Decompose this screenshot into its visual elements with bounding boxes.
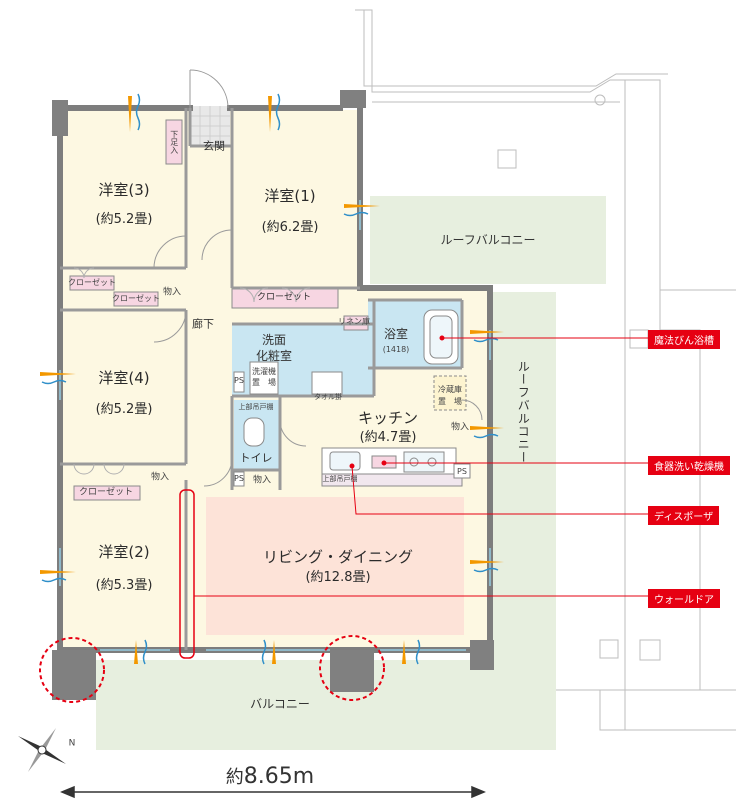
closet-label-room4: クローゼット bbox=[112, 294, 160, 304]
washer-label-1: 洗濯機 bbox=[252, 367, 276, 377]
highlight-circles bbox=[39, 635, 385, 703]
hallway-name: 廊下 bbox=[192, 317, 214, 331]
closet-door-arcs bbox=[73, 267, 311, 475]
inner-walls bbox=[60, 108, 464, 650]
dimension-unit: m bbox=[292, 764, 315, 789]
living-dining-name: リビング・ダイニング bbox=[262, 548, 414, 566]
callout-disposer: ディスポーザ bbox=[648, 506, 720, 525]
callout-wall-door: ウォールドア bbox=[648, 589, 720, 608]
western-room-2-area: (約5.3畳) bbox=[95, 578, 153, 594]
pillars bbox=[52, 90, 494, 700]
washroom-label-1: 洗面 bbox=[261, 332, 287, 347]
entrance-floor bbox=[190, 106, 230, 146]
ps-label-3: PS bbox=[457, 467, 467, 477]
fridge-label-1: 冷蔵庫 bbox=[438, 385, 462, 395]
kitchen-wall-cabinet-label: 上部吊戸棚 bbox=[322, 474, 358, 483]
western-room-2-name: 洋室(2) bbox=[98, 543, 150, 561]
western-room-4-name: 洋室(4) bbox=[98, 369, 150, 387]
callout-magic-bathtub: 魔法びん浴槽 bbox=[648, 330, 720, 349]
wall-door bbox=[179, 489, 195, 659]
wall-cabinet-label: 上部吊戸棚 bbox=[238, 402, 274, 411]
western-room-1-name: 洋室(1) bbox=[264, 187, 316, 205]
western-room-3-area: (約5.2畳) bbox=[95, 212, 153, 228]
linen-label: リネン庫 bbox=[338, 317, 370, 327]
washroom-label-2: 化粧室 bbox=[255, 348, 293, 363]
fridge-label-2: 置 場 bbox=[438, 397, 462, 407]
bath-name: 浴室 bbox=[383, 326, 409, 341]
storage-label-3: 物入 bbox=[252, 475, 272, 486]
towel-label: タオル掛 bbox=[314, 392, 342, 401]
callout-dishwasher: 食器洗い乾燥機 bbox=[648, 456, 730, 475]
closet-label-room2: クローゼット bbox=[78, 487, 134, 498]
balcony-label: バルコニー bbox=[250, 696, 310, 711]
door-swings bbox=[153, 69, 483, 487]
compass-icon bbox=[18, 728, 66, 772]
washer-label-2: 置 場 bbox=[252, 378, 276, 388]
ventilation-markers bbox=[40, 93, 504, 665]
entrance-name: 玄関 bbox=[203, 139, 225, 153]
storage-label-1: 物入 bbox=[162, 287, 182, 298]
kitchen-area: (約4.7畳) bbox=[359, 430, 417, 446]
closet-label-room3: クローゼット bbox=[68, 278, 116, 288]
living-dining-floor bbox=[206, 497, 464, 635]
windows bbox=[59, 200, 491, 651]
dimension-line bbox=[60, 785, 486, 799]
ps-label-2: PS bbox=[234, 474, 244, 484]
storage-label-4: 物入 bbox=[450, 422, 470, 433]
balcony bbox=[96, 660, 556, 750]
western-room-4-area: (約5.2畳) bbox=[95, 402, 153, 418]
dimension-prefix: 約 bbox=[225, 767, 244, 788]
mb-label: MB bbox=[326, 91, 340, 102]
roof-balcony-top-label: ルーフバルコニー bbox=[440, 232, 536, 247]
roof-balcony-right bbox=[490, 292, 556, 684]
ps-label-1: PS bbox=[234, 376, 244, 386]
dimension-label: 約8.65m bbox=[226, 763, 314, 789]
dimension-value: 8.65 bbox=[243, 764, 293, 789]
fixtures bbox=[233, 361, 471, 487]
bath-size: (1418) bbox=[382, 345, 410, 355]
western-room-1-area: (約6.2畳) bbox=[261, 220, 319, 236]
toilet-name: トイレ bbox=[239, 451, 273, 465]
western-room-3-name: 洋室(3) bbox=[98, 181, 150, 199]
callout-leaders bbox=[194, 335, 648, 597]
roof-balcony-right-label: ルーフバルコニー bbox=[516, 360, 531, 464]
closet-label-room1: クローゼット bbox=[256, 292, 312, 303]
shoe-box-label: 下足入 bbox=[169, 130, 179, 154]
roof-balcony-top bbox=[370, 196, 606, 284]
living-dining-area: (約12.8畳) bbox=[305, 570, 371, 586]
kitchen-name: キッチン bbox=[357, 409, 419, 427]
storage-label-2: 物入 bbox=[150, 472, 170, 483]
compass-north-label: N bbox=[68, 738, 76, 749]
